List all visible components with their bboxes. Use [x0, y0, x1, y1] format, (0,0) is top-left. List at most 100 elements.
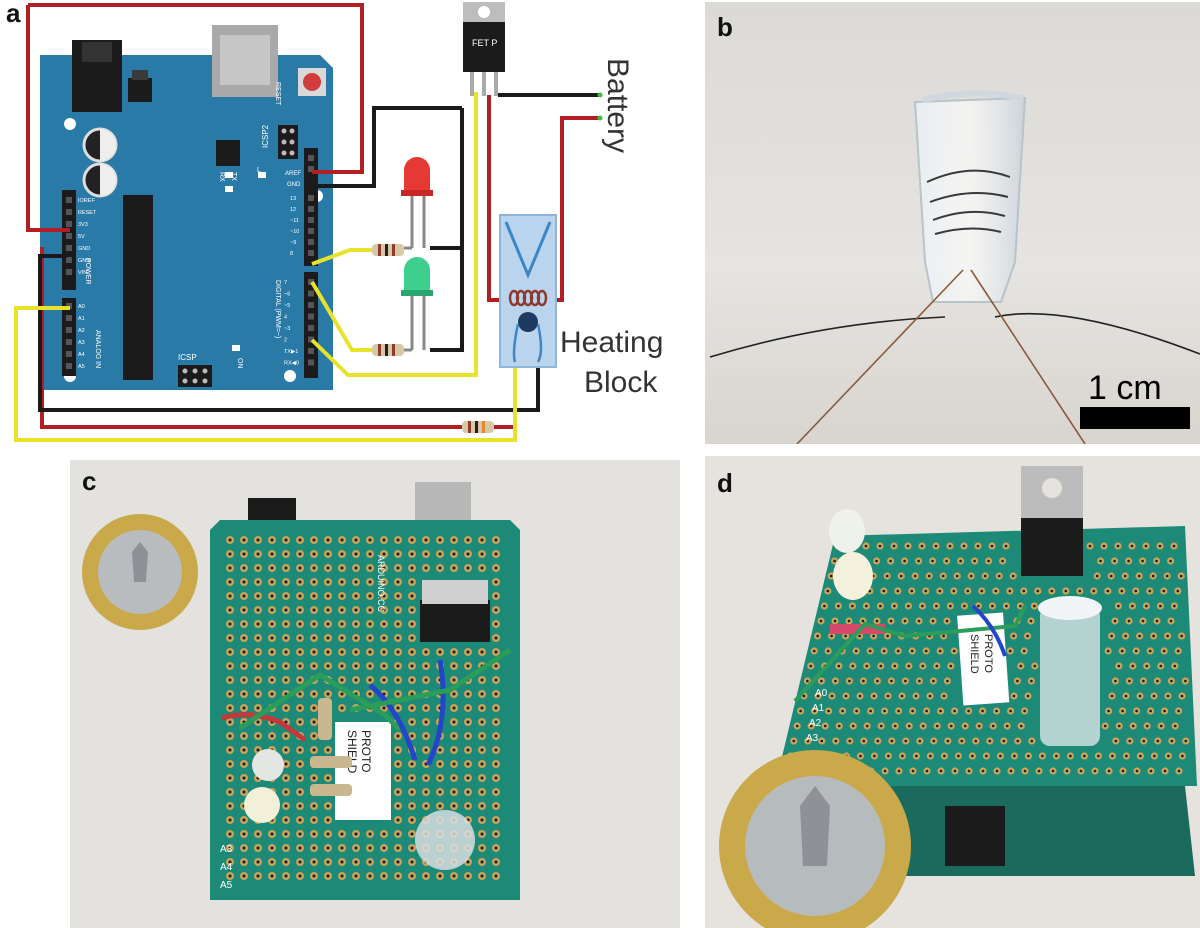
right-pin-label: RX◀0	[284, 361, 299, 367]
green-led	[401, 257, 433, 350]
acrylic-tube	[913, 96, 1027, 303]
acrylic-tube-d	[1038, 596, 1102, 746]
resistor-1	[372, 244, 404, 256]
right-pin-socket	[308, 290, 314, 297]
shield-text-d: SHIELD	[968, 634, 980, 674]
euro-coin	[82, 514, 198, 630]
right-pin-label: ~5	[284, 303, 290, 309]
right-pin-socket	[308, 359, 314, 366]
left-pin-label: 5V	[78, 234, 85, 240]
atmega-chip	[123, 195, 153, 380]
left-analog-header	[62, 298, 76, 376]
right-pin-socket	[308, 239, 314, 245]
battery-label-top: Battery	[601, 58, 634, 153]
right-pin-label: 7	[284, 280, 287, 286]
icsp-header	[178, 365, 212, 387]
scale-bar-label: 1 cm	[1088, 369, 1162, 407]
scale-bar	[1080, 407, 1190, 429]
leds-d	[829, 509, 885, 634]
right-pin-label: ~9	[290, 240, 296, 246]
left-pin-label: RESET	[78, 210, 97, 216]
right-pin-label: 4	[284, 315, 287, 321]
left-pin-socket	[66, 327, 72, 333]
right-pin-socket	[308, 279, 314, 285]
reset-label: RESET	[274, 82, 281, 106]
shield-pin-label: A3	[806, 733, 819, 744]
right-pin-socket	[308, 336, 314, 343]
right-pin-label: ~10	[290, 229, 299, 235]
right-pin-socket	[308, 250, 314, 256]
shield-pin-label: A3	[220, 844, 233, 855]
left-pin-socket	[66, 233, 72, 239]
power-text: POWER	[84, 258, 91, 284]
lead-wires	[709, 269, 1200, 444]
thermistor	[518, 312, 538, 332]
l-label: L	[257, 167, 261, 174]
resistor-3	[462, 421, 494, 433]
right-pin-socket	[308, 302, 314, 308]
right-pin-label: TX▶1	[284, 349, 298, 355]
on-label: ON	[236, 358, 243, 369]
heating-label-line1: Heating	[560, 326, 663, 359]
left-pin-label: A1	[78, 316, 85, 322]
aref-label: AREF	[285, 171, 301, 177]
heating-block	[499, 214, 557, 368]
panel-label-b: b	[717, 12, 733, 42]
right-pin-socket	[308, 155, 314, 161]
left-pin-socket	[66, 351, 72, 357]
black-wires	[38, 93, 600, 412]
heating-coil	[926, 169, 1011, 235]
led-2	[244, 787, 280, 823]
heating-label-line2: Block	[584, 366, 658, 399]
left-pin-socket	[66, 197, 72, 203]
chip-small	[216, 140, 240, 166]
shield-pin-label: A5	[220, 880, 233, 891]
left-pin-socket	[66, 269, 72, 275]
left-pin-socket	[66, 363, 72, 369]
left-pin-label: A5	[78, 364, 85, 370]
mosfet-transistor: FET P	[463, 2, 505, 96]
left-pin-label: A4	[78, 352, 85, 358]
panel-label-c: c	[82, 466, 97, 496]
left-pin-label: 3V3	[78, 222, 88, 228]
left-pin-socket	[66, 315, 72, 321]
right-pin-socket	[308, 348, 314, 354]
voltage-regulator	[128, 78, 152, 102]
mosfet-label: FET P	[472, 38, 497, 48]
yellow-wires	[14, 92, 517, 442]
left-pin-label: GND	[78, 258, 90, 264]
red-led	[401, 157, 433, 248]
right-pin-label: 12	[290, 207, 296, 213]
right-pin-label: 2	[284, 338, 287, 344]
smd-chip	[420, 600, 490, 642]
arduino-cc-text: ARDUINO.CC	[376, 555, 386, 613]
right-pin-label: ~6	[284, 292, 290, 298]
left-pin-socket	[66, 245, 72, 251]
panel-label-a: a	[6, 0, 21, 28]
panel-c-photo: c PROTO SHIELD ARDUINO.CC	[70, 460, 680, 928]
left-pin-label: A2	[78, 328, 85, 334]
left-pin-label: A3	[78, 340, 85, 346]
icsp-label: ICSP	[178, 353, 197, 362]
right-pin-socket	[308, 195, 314, 201]
shield-pin-label: A4	[220, 862, 233, 873]
icsp2-header	[278, 125, 298, 159]
left-pin-label: A0	[78, 304, 85, 310]
right-pin-socket	[308, 325, 314, 331]
shield-pin-label: A1	[812, 703, 825, 714]
digital-text: DIGITAL (PWM=~)	[274, 280, 281, 338]
euro-coin-d	[719, 750, 911, 928]
resistor-2	[372, 344, 404, 356]
right-pin-label: ~3	[284, 326, 290, 332]
shield-pin-label: A2	[809, 718, 822, 729]
rx-label: RX	[218, 172, 225, 182]
shield-pin-label: A0	[815, 688, 828, 699]
analog-text: ANALOG IN	[94, 330, 101, 368]
right-pin-socket	[308, 206, 314, 212]
panel-b-photo: b 1 cm	[705, 2, 1200, 444]
panel-a-schematic: a RESET ICSP2 TX R	[0, 0, 700, 455]
left-pin-label: GND	[78, 246, 90, 252]
